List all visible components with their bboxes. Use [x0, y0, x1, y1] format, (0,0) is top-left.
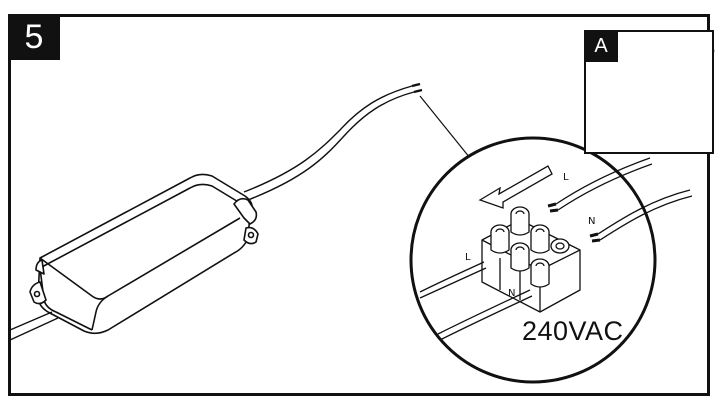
output-cable	[243, 82, 423, 201]
neutral-terminal-label: N	[508, 288, 516, 299]
tool-callout-badge: A	[584, 30, 618, 62]
terminal-screws	[490, 206, 570, 288]
step-number-badge: 5	[8, 14, 60, 60]
insert-direction-arrow	[478, 165, 553, 209]
live-wire-label: L	[563, 172, 569, 183]
terminal-connector-block	[481, 206, 581, 313]
callout-leader-line	[419, 95, 471, 159]
neutral-wire-label: N	[588, 216, 596, 227]
voltage-label: 240VAC	[522, 316, 624, 346]
loose-wires	[547, 157, 693, 243]
led-driver-box	[29, 173, 259, 335]
connected-wires	[419, 261, 533, 341]
input-cable	[9, 311, 59, 341]
live-terminal-label: L	[465, 252, 471, 263]
